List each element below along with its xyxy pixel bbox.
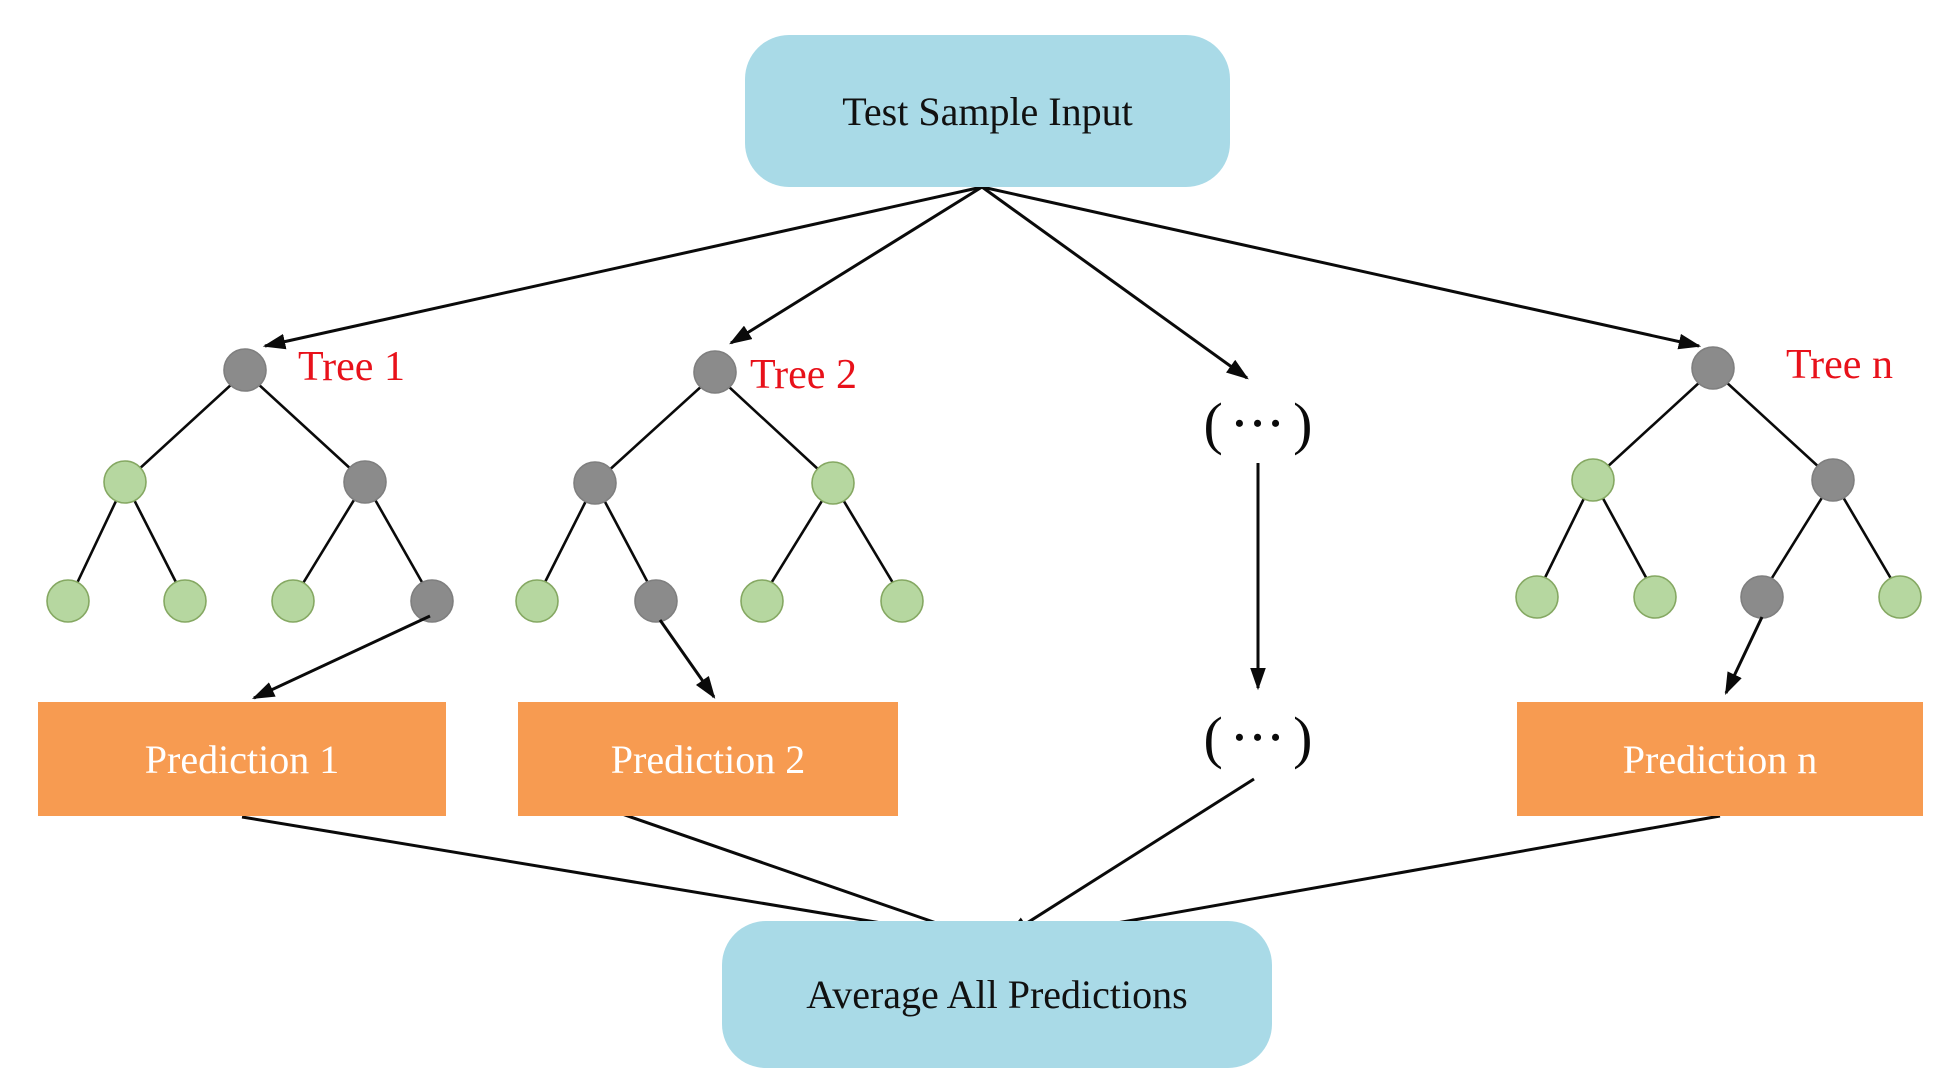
tree1-root-node	[223, 348, 267, 392]
treen-right-node	[1811, 458, 1855, 502]
tree2-leaf-node	[880, 579, 924, 623]
tree1-leaf-node-selected	[410, 579, 454, 623]
arrow-tree1-to-prediction1	[251, 614, 431, 700]
prediction1-label: Prediction 1	[144, 736, 340, 782]
tree2-edge	[594, 373, 716, 484]
predictionn-label: Prediction n	[1622, 736, 1818, 782]
tree2-edge	[714, 373, 834, 484]
treen-left-node	[1571, 458, 1615, 502]
treen-leaf-node	[1878, 575, 1922, 619]
tree1-leaf-node	[46, 579, 90, 623]
ellipsis-dots: •••	[1234, 723, 1290, 752]
paren-close: )	[1293, 705, 1313, 770]
arrow-input-to-treen	[981, 185, 1702, 350]
test-sample-input-label: Test Sample Input	[842, 88, 1133, 134]
paren-open: (	[1203, 705, 1223, 770]
treen-edge	[1712, 369, 1834, 481]
average-all-predictions-label: Average All Predictions	[806, 972, 1188, 1017]
average-all-predictions-box: Average All Predictions	[722, 921, 1272, 1068]
arrow-tree2-to-prediction2	[658, 619, 716, 699]
tree2-left-node	[573, 461, 617, 505]
tree2-right-node	[811, 461, 855, 505]
tree2-edge	[831, 482, 904, 599]
tree1-left-node	[103, 460, 147, 504]
prediction1-box: Prediction 1	[38, 702, 446, 816]
test-sample-input-box: Test Sample Input	[745, 35, 1230, 187]
prediction2-box: Prediction 2	[518, 702, 898, 816]
arrow-input-to-tree2	[729, 185, 983, 345]
tree1-label: Tree 1	[298, 344, 405, 390]
treen-leaf-node-selected	[1740, 575, 1784, 619]
ellipsis-dots: •••	[1234, 409, 1290, 438]
arrow-input-to-ellipsis	[981, 185, 1249, 380]
tree1-edge	[244, 371, 366, 483]
tree1-leaf-node	[163, 579, 207, 623]
tree1-edge	[363, 481, 433, 599]
tree2-leaf-node-selected	[634, 579, 678, 623]
treen-label: Tree n	[1786, 342, 1893, 388]
arrow-predictionn-to-average	[1018, 814, 1721, 945]
ellipsis-predictions: ( ••• )	[1158, 702, 1358, 774]
arrow-prediction2-to-average	[621, 812, 974, 937]
tree1-leaf-node	[271, 579, 315, 623]
treen-edge	[1831, 479, 1902, 595]
tree2-root-node	[693, 350, 737, 394]
tree1-edge	[124, 371, 246, 483]
paren-open: (	[1203, 391, 1223, 456]
treen-root-node	[1691, 346, 1735, 390]
tree2-edge	[760, 482, 835, 599]
arrow-input-to-tree1	[262, 185, 983, 350]
treen-edge	[1760, 479, 1835, 595]
tree2-label: Tree 2	[750, 352, 857, 398]
tree2-leaf-node	[515, 579, 559, 623]
tree2-leaf-node	[740, 579, 784, 623]
treen-leaf-node	[1633, 575, 1677, 619]
arrow-prediction1-to-average	[241, 815, 987, 945]
treen-edge	[1592, 369, 1714, 481]
paren-close: )	[1293, 391, 1313, 456]
ellipsis-trees: ( ••• )	[1158, 388, 1358, 460]
arrow-treen-to-predictionn	[1724, 616, 1764, 696]
tree1-edge	[292, 481, 367, 599]
treen-leaf-node	[1515, 575, 1559, 619]
prediction2-label: Prediction 2	[610, 736, 806, 782]
tree1-right-node	[343, 460, 387, 504]
predictionn-box: Prediction n	[1517, 702, 1923, 816]
arrow-ellipsis-to-average	[1006, 777, 1255, 937]
